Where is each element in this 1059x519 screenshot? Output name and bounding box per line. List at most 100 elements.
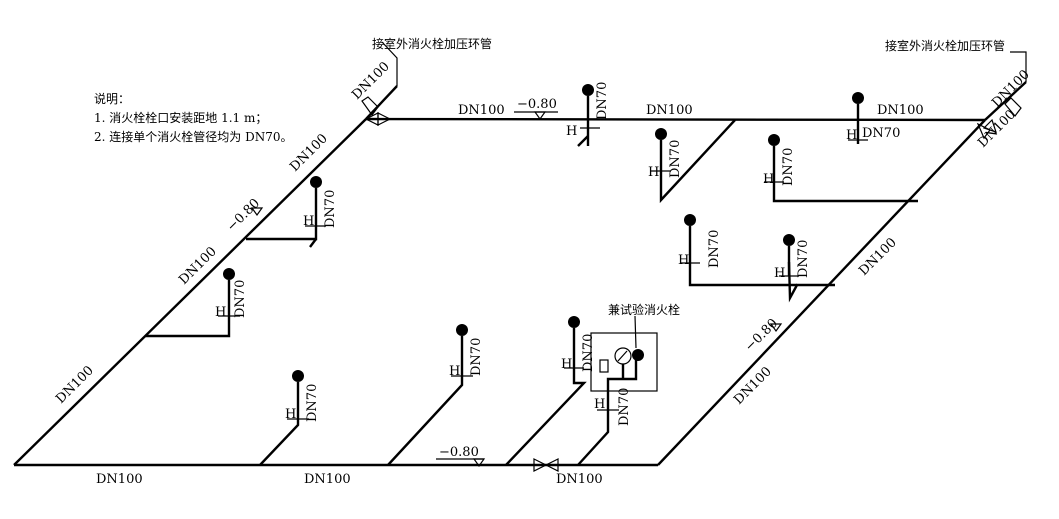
h-label: H bbox=[215, 305, 226, 320]
dn70-label: DN70 bbox=[668, 140, 683, 178]
test-hydrant-box: 兼试验消火栓 bbox=[590, 302, 680, 392]
hydrant-icon bbox=[768, 134, 780, 146]
h-label: H bbox=[449, 364, 460, 379]
branch-pipe bbox=[577, 384, 610, 466]
hydrant-icon bbox=[582, 84, 594, 96]
dn100-label: DN100 bbox=[96, 472, 143, 487]
dn100-label: DN100 bbox=[53, 363, 97, 407]
dn70-label: DN70 bbox=[233, 280, 248, 318]
leader-line bbox=[1010, 51, 1027, 82]
dn70-label: DN70 bbox=[617, 388, 632, 426]
elevation-mark-top: −0.80 bbox=[514, 97, 558, 121]
gate-valve-icon bbox=[544, 458, 559, 472]
main-ring-pipe bbox=[13, 117, 986, 467]
h-label: H bbox=[648, 165, 659, 180]
hydrant-icon bbox=[783, 234, 795, 246]
elevation-label: −0.80 bbox=[517, 97, 557, 112]
leader-line bbox=[381, 41, 398, 86]
h-label: H bbox=[561, 357, 572, 372]
hydrant-icon bbox=[568, 316, 580, 328]
branch-pipe bbox=[787, 261, 835, 303]
outdoor-connection-left: 接室外消火栓加压环管 bbox=[361, 36, 492, 126]
test-valve-icon bbox=[599, 359, 609, 373]
dn100-label: DN100 bbox=[304, 472, 351, 487]
pressure-gauge-icon bbox=[614, 347, 632, 365]
branch-pipe bbox=[387, 336, 464, 466]
outdoor-connection-right: 接室外消火栓加压环管 bbox=[885, 38, 1027, 140]
connection-pipe bbox=[984, 81, 1027, 121]
elevation-triangle-icon bbox=[533, 111, 547, 121]
branch-pipe bbox=[309, 238, 317, 248]
top-main-pipe bbox=[365, 117, 986, 122]
h-label: H bbox=[774, 266, 785, 281]
leader-line bbox=[634, 315, 637, 349]
hydrant-branch-right-upper: H DN70 bbox=[763, 134, 918, 203]
hydrant-icon bbox=[310, 176, 322, 188]
hydrant-icon bbox=[655, 128, 667, 140]
dn70-label: DN70 bbox=[469, 338, 484, 376]
branch-pipe bbox=[688, 226, 797, 287]
h-label: H bbox=[566, 124, 577, 139]
h-label: H bbox=[846, 128, 857, 143]
branch-pipe bbox=[145, 280, 231, 338]
elevation-label: −0.80 bbox=[439, 445, 479, 460]
dn100-label: DN100 bbox=[646, 103, 693, 118]
hydrant-branch-top-center: H DN70 bbox=[648, 119, 736, 204]
hydrant-branch-bottom-1: H DN70 bbox=[259, 370, 320, 466]
connect-outdoor-label-left: 接室外消火栓加压环管 bbox=[372, 36, 492, 51]
hydrant-branch-left-lower: H DN70 bbox=[145, 268, 248, 338]
hydrant-icon bbox=[223, 268, 235, 280]
branch-pipe bbox=[259, 382, 300, 466]
gate-valve-icon bbox=[982, 118, 997, 133]
dn70-label: DN70 bbox=[781, 148, 796, 186]
dn70-label: DN70 bbox=[707, 230, 722, 268]
notes-title: 说明： bbox=[94, 91, 130, 106]
hydrant-icon bbox=[632, 349, 644, 361]
branch-pipe bbox=[772, 146, 918, 203]
dn70-label: DN70 bbox=[323, 190, 338, 228]
dn100-label: DN100 bbox=[176, 244, 220, 288]
notes-line-1: 1. 消火栓栓口安装距地 1.1 m； bbox=[94, 110, 267, 125]
gauge-needle bbox=[617, 350, 628, 362]
h-label: H bbox=[303, 214, 314, 229]
elevation-triangle-icon bbox=[769, 323, 783, 333]
notes-line-2: 2. 连接单个消火栓管径均为 DN70。 bbox=[94, 129, 292, 144]
dn70-label: DN70 bbox=[796, 240, 811, 278]
hydrant-branch-top-right: H DN70 bbox=[846, 92, 900, 144]
hydrant-branch-bottom-3: H DN70 bbox=[505, 316, 596, 466]
notes-block: 说明： 1. 消火栓栓口安装距地 1.1 m； 2. 连接单个消火栓管径均为 D… bbox=[94, 91, 292, 144]
test-hydrant-label: 兼试验消火栓 bbox=[608, 302, 680, 317]
test-hydrant-frame bbox=[590, 332, 658, 392]
hydrant-branch-right-lower: H H DN70 DN70 bbox=[678, 214, 835, 303]
h-label: H bbox=[678, 253, 689, 268]
hydrant-icon bbox=[684, 214, 696, 226]
elevation-label: −0.80 bbox=[742, 316, 781, 355]
left-main-pipe bbox=[13, 118, 367, 466]
gate-valve-icon bbox=[361, 96, 379, 117]
dn70-label: DN70 bbox=[595, 82, 610, 120]
hydrant-branch-bottom-4: H DN70 bbox=[577, 384, 632, 466]
h-label: H bbox=[763, 172, 774, 187]
dn100-label: DN100 bbox=[731, 364, 775, 408]
hydrant-branch-top-middle: H DN70 bbox=[566, 82, 610, 147]
elevation-mark-left: −0.80 bbox=[224, 196, 264, 235]
dn70-label: DN70 bbox=[305, 384, 320, 422]
h-label: H bbox=[285, 407, 296, 422]
hydrant-icon bbox=[456, 324, 468, 336]
gate-valve-icon bbox=[976, 122, 991, 140]
hydrant-branch-left-upper: H DN70 bbox=[246, 176, 338, 248]
gate-valve-icon bbox=[533, 458, 548, 472]
connect-outdoor-label-right: 接室外消火栓加压环管 bbox=[885, 38, 1005, 53]
dn100-label: DN100 bbox=[877, 103, 924, 118]
hydrant-branch-bottom-2: H DN70 bbox=[387, 324, 484, 466]
dn100-label: DN100 bbox=[287, 131, 331, 175]
branch-pipe bbox=[659, 119, 736, 204]
dn100-label: DN100 bbox=[556, 472, 603, 487]
elevation-triangle-icon bbox=[250, 207, 264, 217]
right-main-pipe bbox=[657, 119, 986, 466]
elevation-mark-bottom: −0.80 bbox=[436, 445, 486, 468]
h-label: H bbox=[594, 397, 605, 412]
gate-valve-icon bbox=[377, 112, 392, 126]
elevation-triangle-icon bbox=[472, 458, 486, 468]
